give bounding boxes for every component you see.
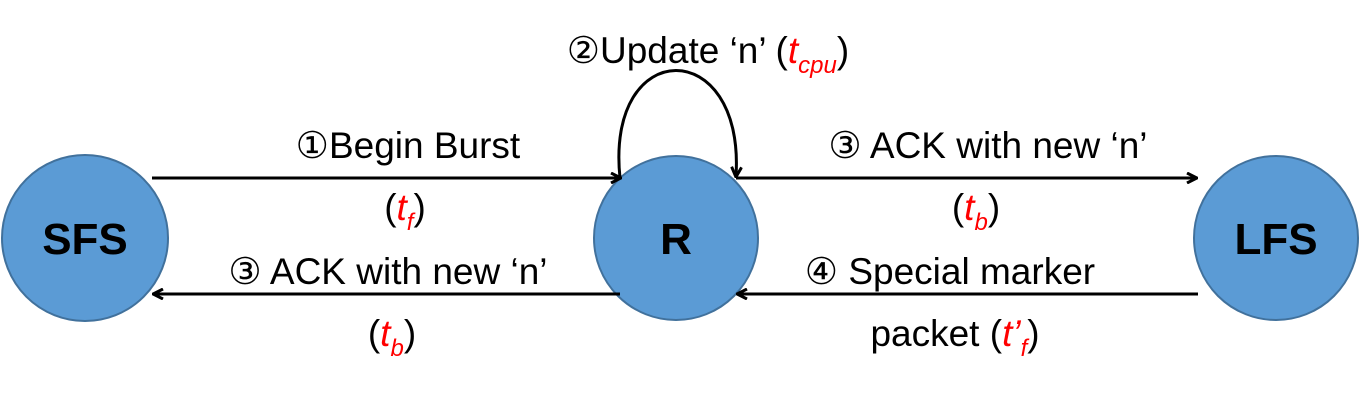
label-ack-to-sfs: ③ ACK with new ‘n’ [228,251,547,292]
label-update-n-text: Update ‘n’ [600,30,765,71]
node-lfs: LFS [1193,155,1359,321]
label-begin-burst-step: ① [296,125,329,166]
label-begin-burst-time-sub: f [407,209,416,236]
label-ack-to-sfs-time-sub: b [390,335,403,362]
label-ack-to-sfs-time: (tb) [368,313,416,362]
label-ack-to-sfs-text: ACK with new ‘n’ [270,251,548,292]
label-ack-to-lfs-step: ③ [828,125,861,166]
label-update-n-sub: cpu [798,52,837,79]
label-ack-to-lfs-text: ACK with new ‘n’ [870,125,1148,166]
label-update-n-time: t [788,30,800,71]
label-special-marker-packet: packet [870,313,980,354]
label-special-marker-line2: packet (t’f) [870,313,1039,362]
label-ack-to-lfs-time: (tb) [952,187,1000,236]
label-special-marker-step: ④ [805,251,838,292]
label-ack-to-sfs-time-var: t [380,313,392,354]
arrow-self-loop-r [617,69,737,178]
label-update-n: ②Update ‘n’ (tcpu) [567,30,849,79]
node-lfs-label: LFS [1234,215,1317,264]
label-special-marker-time-sub: f [1021,335,1030,362]
label-begin-burst-text: Begin Burst [329,125,521,166]
label-special-marker-text: Special marker [848,251,1095,292]
label-special-marker: ④ Special marker [805,251,1095,292]
label-ack-to-lfs-time-var: t [964,187,976,228]
label-special-marker-time-var: t’ [1002,313,1021,354]
node-r-label: R [660,215,692,264]
label-ack-to-sfs-step: ③ [228,251,261,292]
label-update-n-step: ② [567,30,600,71]
label-begin-burst-time: (tf) [384,187,426,236]
label-begin-burst-time-var: t [397,187,409,228]
node-sfs: SFS [1,154,169,322]
node-sfs-label: SFS [42,215,128,264]
node-r: R [593,155,759,321]
label-ack-to-lfs-time-sub: b [974,209,987,236]
label-ack-to-lfs: ③ ACK with new ‘n’ [828,125,1147,166]
label-begin-burst: ①Begin Burst [296,125,521,166]
